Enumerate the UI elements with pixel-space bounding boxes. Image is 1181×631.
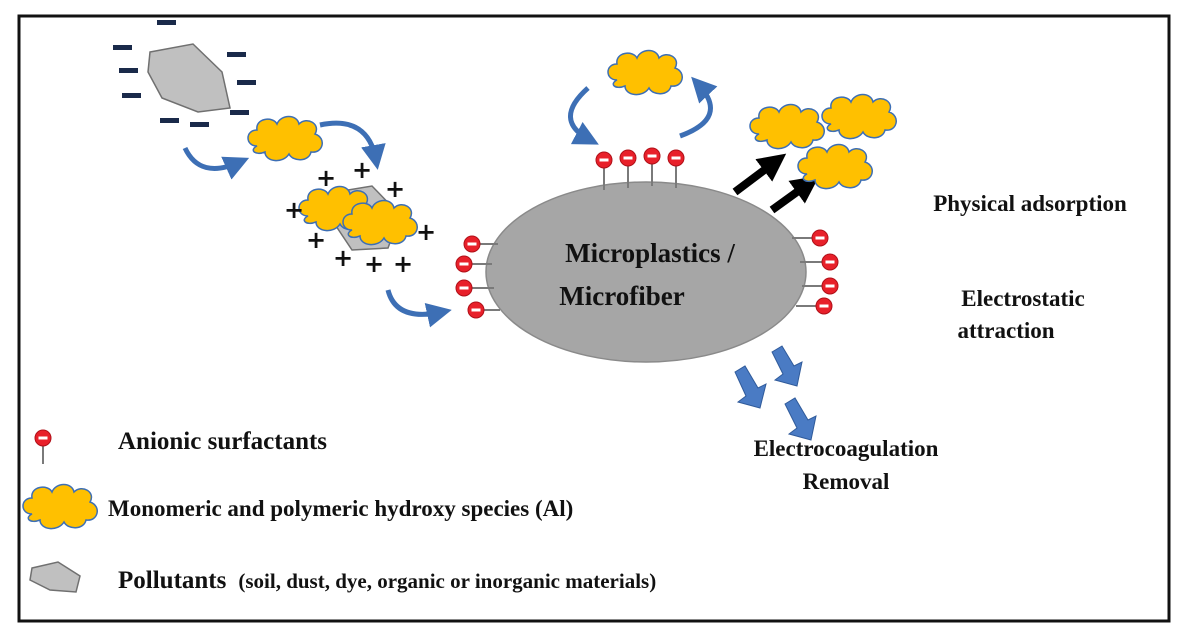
legend-anionic-label: Anionic surfactants (118, 428, 327, 455)
hydroxy-cloud-top (607, 49, 683, 96)
electrostatic-label-line1: Electrostatic (961, 286, 1084, 311)
hydroxy-cloud-released-2 (821, 93, 897, 140)
legend-pollutants-detail: (soil, dust, dye, organic or inorganic m… (238, 569, 656, 593)
curved-arrow-right-loop (679, 76, 718, 139)
center-label-line2: Microfiber (559, 281, 684, 311)
electrostatic-label-line2: attraction (957, 318, 1054, 343)
curved-arrow-left-loop (568, 86, 599, 145)
hydroxy-cloud-released-1 (749, 103, 825, 150)
svg-text:+: + (393, 250, 413, 278)
legend-hydroxy-label: Monomeric and polymeric hydroxy species … (108, 496, 573, 521)
svg-text:+: + (306, 226, 326, 254)
surfactants-left (455, 235, 500, 319)
negative-charges (113, 20, 256, 127)
svg-text:+: + (416, 218, 436, 246)
removal-arrows (734, 345, 817, 441)
charged-pollutant-negative (113, 20, 256, 127)
neutralized-pollutant: + + + + + + + + + (284, 156, 436, 278)
legend-pollutants-main: Pollutants (118, 567, 227, 594)
svg-text:+: + (333, 244, 353, 272)
hydroxy-cloud-released-3 (797, 143, 873, 190)
svg-text:+: + (364, 250, 384, 278)
legend-hydroxy-icon (22, 483, 98, 530)
center-label-line1: Microplastics / (565, 238, 735, 268)
positive-charges: + + + + + + + + + (284, 156, 436, 278)
removal-line2: Removal (803, 469, 890, 494)
svg-text:+: + (316, 164, 336, 192)
svg-text:+: + (385, 175, 405, 203)
legend-anion-icon (34, 429, 52, 464)
removal-line1: Electrocoagulation (754, 436, 939, 461)
legend-pollutant-icon (29, 561, 81, 593)
legend-pollutants-label: Pollutants (soil, dust, dye, organic or … (118, 567, 656, 594)
hydroxy-cloud-1 (247, 115, 323, 162)
svg-text:+: + (352, 156, 372, 184)
pollutant-icon (147, 43, 231, 113)
surfactants-top (595, 147, 685, 190)
curved-arrow-1 (182, 146, 250, 180)
surfactants-right (792, 229, 839, 315)
svg-text:+: + (284, 196, 304, 224)
microplastic-particle (485, 181, 807, 363)
curved-arrow-3 (385, 289, 452, 328)
release-arrow-1 (732, 153, 787, 196)
curved-arrow-2 (319, 120, 386, 170)
release-arrow-2 (769, 175, 820, 214)
hydroxy-cloud-3 (342, 199, 418, 246)
physical-adsorption-label: Physical adsorption (933, 191, 1127, 216)
